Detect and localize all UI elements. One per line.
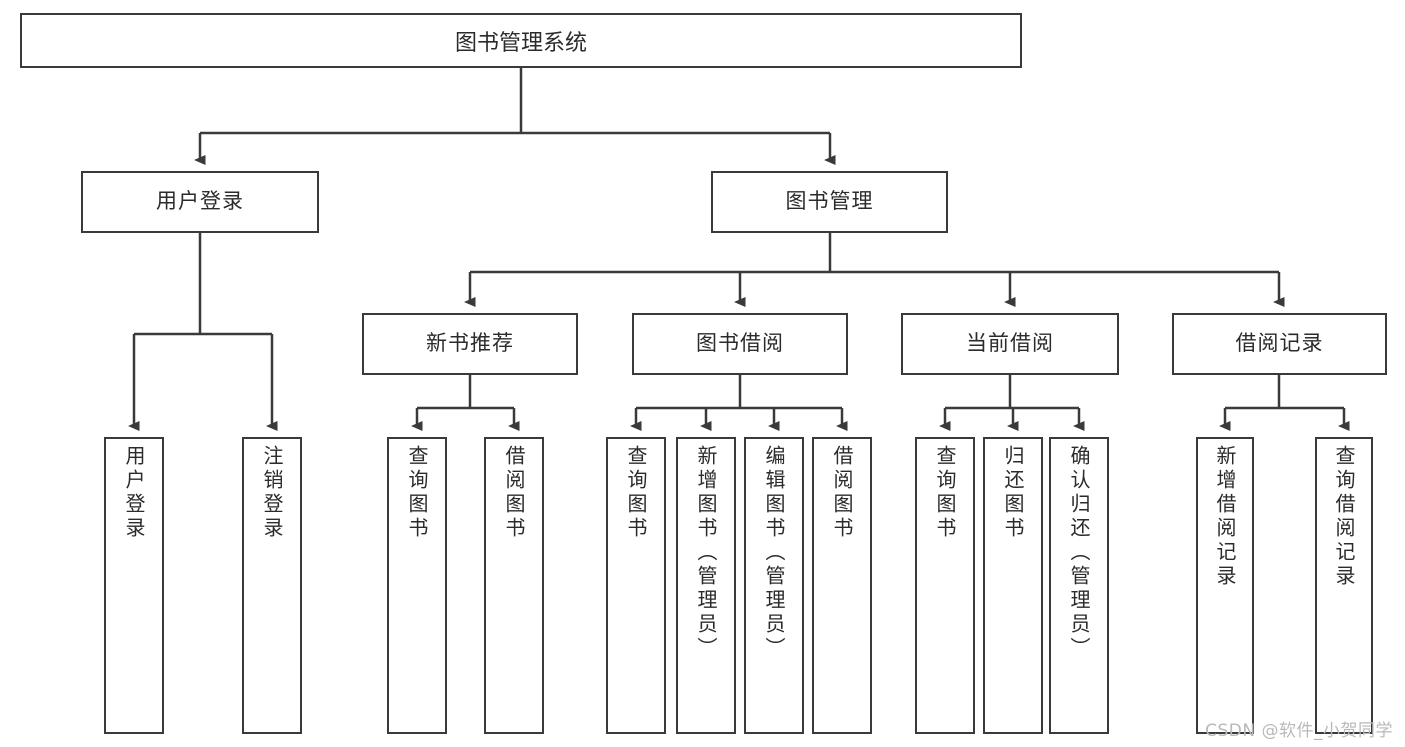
node-borrow-record[interactable]: 借阅记录: [1172, 313, 1387, 375]
node-user-login[interactable]: 用户登录: [81, 171, 319, 233]
leaf-node[interactable]: 新增借阅记录: [1196, 437, 1254, 734]
node-user-login-label: 用户登录: [156, 189, 244, 214]
leaf-node-label: 新增借阅记录: [1213, 445, 1237, 589]
leaf-node-label: 编辑图书（管理员）: [762, 445, 786, 661]
node-book-borrow[interactable]: 图书借阅: [632, 313, 848, 375]
leaf-node[interactable]: 查询借阅记录: [1315, 437, 1373, 734]
leaf-node-label: 查询借阅记录: [1332, 445, 1356, 589]
leaf-node-label: 查询图书: [624, 445, 648, 541]
node-current-borrow[interactable]: 当前借阅: [901, 313, 1119, 375]
leaf-node[interactable]: 查询图书: [915, 437, 975, 734]
leaf-node[interactable]: 编辑图书（管理员）: [744, 437, 804, 734]
watermark: CSDN @软件_小贺同学: [1205, 721, 1393, 741]
leaf-node[interactable]: 归还图书: [983, 437, 1043, 734]
leaf-node[interactable]: 借阅图书: [484, 437, 544, 734]
leaf-node-label: 用户登录: [122, 445, 146, 541]
leaf-node[interactable]: 借阅图书: [812, 437, 872, 734]
node-book-management-label: 图书管理: [785, 189, 874, 214]
leaf-node[interactable]: 查询图书: [387, 437, 447, 734]
leaf-node[interactable]: 确认归还（管理员）: [1049, 437, 1109, 734]
leaf-node-label: 查询图书: [405, 445, 429, 541]
node-book-borrow-label: 图书借阅: [696, 331, 784, 356]
leaf-node-label: 借阅图书: [502, 445, 526, 541]
node-borrow-record-label: 借阅记录: [1235, 331, 1324, 356]
node-current-borrow-label: 当前借阅: [966, 331, 1054, 356]
leaf-node-label: 注销登录: [260, 445, 284, 541]
leaf-node[interactable]: 注销登录: [242, 437, 302, 734]
node-root[interactable]: 图书管理系统: [20, 13, 1022, 68]
node-new-book-recommend[interactable]: 新书推荐: [362, 313, 578, 375]
node-root-label: 图书管理系统: [454, 30, 587, 56]
leaf-node-label: 确认归还（管理员）: [1067, 445, 1091, 661]
leaf-node-label: 归还图书: [1001, 445, 1025, 541]
leaf-node-label: 查询图书: [933, 445, 957, 541]
leaf-node-label: 新增图书（管理员）: [694, 445, 718, 661]
leaf-node[interactable]: 新增图书（管理员）: [676, 437, 736, 734]
leaf-node[interactable]: 查询图书: [606, 437, 666, 734]
leaf-node[interactable]: 用户登录: [104, 437, 164, 734]
node-new-book-recommend-label: 新书推荐: [426, 331, 514, 356]
node-book-management[interactable]: 图书管理: [711, 171, 948, 233]
leaf-node-label: 借阅图书: [830, 445, 854, 541]
